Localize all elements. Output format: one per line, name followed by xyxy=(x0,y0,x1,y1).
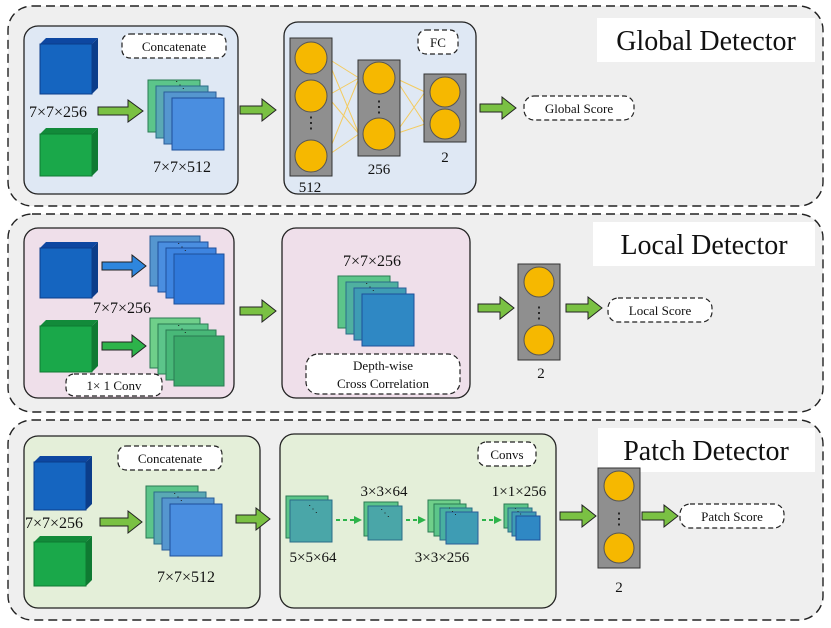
patch-output-size: 2 xyxy=(615,580,623,596)
patch-concat-feature-stack: ⋱ xyxy=(145,485,223,557)
local-title-bg xyxy=(593,222,815,266)
patch-conv1-stack: ⋱ xyxy=(285,495,333,543)
patch-conv-dims-3: 3×3×256 xyxy=(415,550,470,566)
local-input-dims: 7×7×256 xyxy=(93,300,151,317)
global-node xyxy=(294,139,328,173)
svg-text:⋱: ⋱ xyxy=(365,282,375,293)
global-node xyxy=(362,117,396,151)
patch-concat-dims: 7×7×512 xyxy=(157,569,215,586)
global-fc-tag xyxy=(417,29,459,55)
patch-score-tag xyxy=(679,503,785,529)
svg-text:⋱: ⋱ xyxy=(175,80,185,91)
patch-arrow-to-concat xyxy=(99,509,143,535)
patch-detector-section: Patch Detector Concatenate 7×7×256 ⋱ 7×7… xyxy=(7,419,824,621)
local-xcorr-tag xyxy=(305,353,461,395)
local-arrow-to-score xyxy=(565,295,603,321)
global-score-label: Global Score xyxy=(545,101,613,116)
patch-green-feature-cube xyxy=(33,536,92,587)
global-node xyxy=(294,41,328,75)
patch-blue-feature-cube xyxy=(33,456,92,511)
ellipsis-icon: ⋮ xyxy=(371,99,387,116)
global-concatenate-tag xyxy=(121,33,227,59)
global-score-tag xyxy=(523,95,635,121)
local-xcorr-feature-stack: ⋱ xyxy=(337,275,415,347)
global-node xyxy=(429,108,461,140)
patch-node xyxy=(603,470,635,502)
local-xcorr-label-line1: Depth-wise xyxy=(353,358,413,373)
local-conv-tag xyxy=(65,373,163,397)
local-green-conv-stack: ⋱ xyxy=(149,317,225,387)
local-xcorr-dims: 7×7×256 xyxy=(343,253,401,270)
patch-convs-tag xyxy=(477,441,537,467)
svg-text:⋱: ⋱ xyxy=(380,508,390,519)
svg-text:⋱: ⋱ xyxy=(448,506,457,516)
global-node xyxy=(294,79,328,113)
global-node xyxy=(429,76,461,108)
local-blue-conv-arrow xyxy=(101,253,147,279)
patch-score-label: Patch Score xyxy=(701,509,763,524)
global-input-dims: 7×7×256 xyxy=(29,104,87,121)
patch-conv4-stack: ⋱ xyxy=(503,503,541,541)
patch-node xyxy=(603,532,635,564)
local-node xyxy=(523,324,555,356)
local-score-label: Local Score xyxy=(629,303,692,318)
global-arrow-to-concat xyxy=(97,99,144,123)
ellipsis-icon: ⋮ xyxy=(611,511,627,528)
patch-concatenate-label: Concatenate xyxy=(138,451,202,466)
global-concat-dims: 7×7×512 xyxy=(153,159,211,176)
local-arrow-to-output xyxy=(477,295,515,321)
global-blue-feature-cube xyxy=(39,38,98,95)
global-concatenate-label: Concatenate xyxy=(142,39,206,54)
global-fc-label: FC xyxy=(430,35,446,50)
patch-input-dims: 7×7×256 xyxy=(25,515,83,532)
patch-title-bg xyxy=(598,428,815,472)
global-layer-size-256: 256 xyxy=(368,162,391,178)
local-xcorr-label-line2: Cross Correlation xyxy=(337,376,430,391)
patch-conv-dims-4: 1×1×256 xyxy=(492,484,547,500)
local-score-tag xyxy=(607,297,713,323)
svg-text:⋱: ⋱ xyxy=(177,324,187,335)
patch-convs-label: Convs xyxy=(490,447,523,462)
patch-arrow-to-convs xyxy=(235,506,271,532)
global-green-feature-cube xyxy=(39,128,98,177)
svg-text:⋱: ⋱ xyxy=(177,242,187,253)
ellipsis-icon: ⋮ xyxy=(531,305,547,322)
local-green-feature-cube xyxy=(39,320,98,373)
global-layer-size-2: 2 xyxy=(441,150,449,166)
patch-title: Patch Detector xyxy=(623,436,789,467)
patch-concatenate-tag xyxy=(117,445,223,471)
patch-conv-dims-1: 5×5×64 xyxy=(290,550,337,566)
patch-conv-dims-2: 3×3×64 xyxy=(361,484,408,500)
local-conv-label: 1× 1 Conv xyxy=(86,378,142,393)
svg-text:⋱: ⋱ xyxy=(308,504,318,515)
local-detector-section: Local Detector ⋱ 7×7×256 ⋱ xyxy=(7,213,824,413)
ellipsis-icon: ⋮ xyxy=(303,115,319,132)
global-node xyxy=(362,61,396,95)
patch-conv3-stack: ⋱ xyxy=(427,499,479,545)
global-arrow-to-score xyxy=(479,95,517,121)
patch-arrow-to-score xyxy=(641,503,679,529)
global-arrow-to-fc xyxy=(239,97,277,123)
global-title-bg xyxy=(597,18,815,62)
local-arrow-to-xcorr xyxy=(239,298,277,324)
svg-text:⋱: ⋱ xyxy=(173,492,183,503)
local-green-conv-arrow xyxy=(101,333,147,359)
patch-arrow-to-output xyxy=(559,503,597,529)
global-concat-feature-stack: ⋱ xyxy=(147,79,225,151)
local-output-size: 2 xyxy=(537,366,545,382)
global-layer-size-512: 512 xyxy=(299,180,322,196)
local-title: Local Detector xyxy=(620,230,788,261)
global-detector-section: Global Detector Concatenate 7×7×256 ⋱ 7×… xyxy=(7,5,824,207)
global-title: Global Detector xyxy=(616,26,796,57)
local-node xyxy=(523,266,555,298)
local-blue-feature-cube xyxy=(39,242,98,299)
local-blue-conv-stack: ⋱ xyxy=(149,235,225,305)
patch-conv2-stack: ⋱ xyxy=(363,501,403,541)
svg-text:⋱: ⋱ xyxy=(514,507,522,516)
